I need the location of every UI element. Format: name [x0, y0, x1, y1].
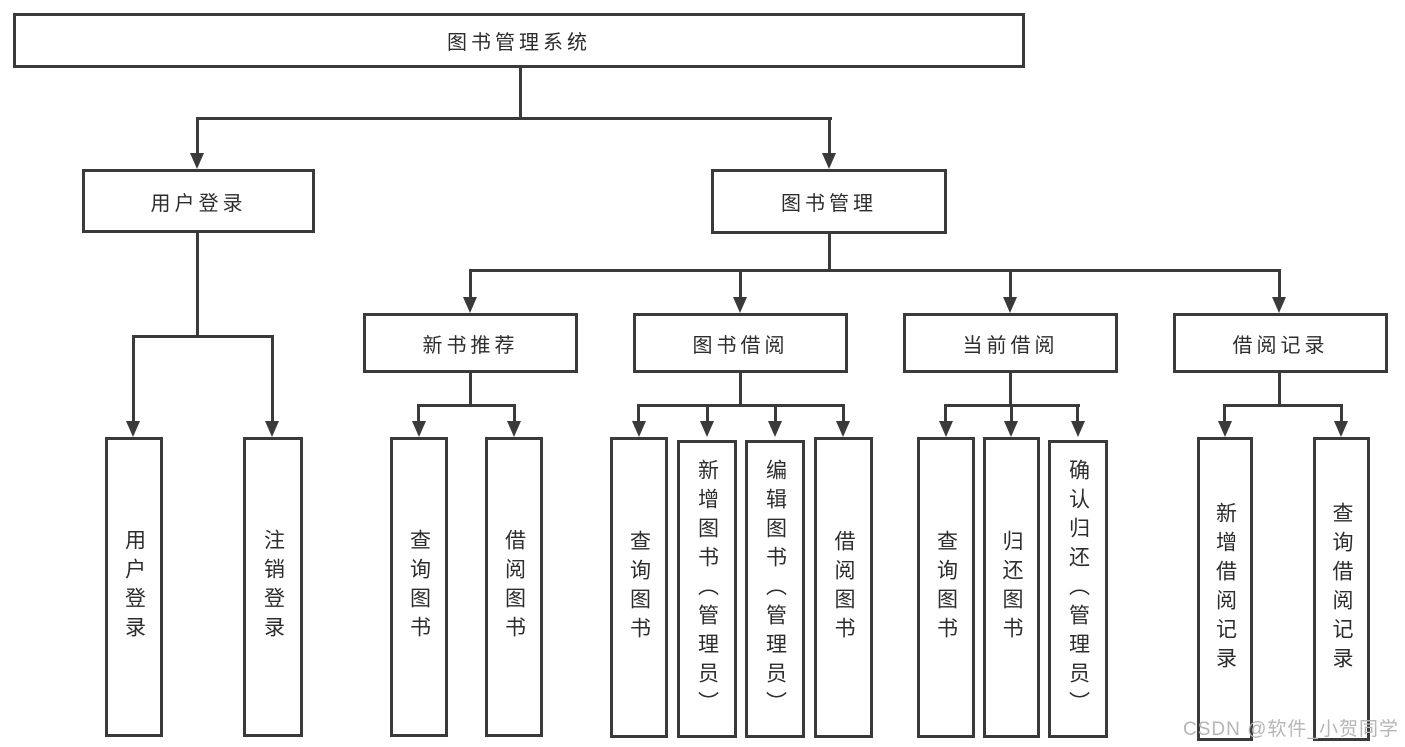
- connector-line: [132, 335, 135, 422]
- node-user-login-label: 用户登录: [150, 192, 247, 215]
- connector-line: [271, 335, 274, 422]
- node-borrowing-records: 借阅记录: [1173, 313, 1388, 373]
- node-cb-query-books: 查询图书: [917, 437, 975, 738]
- connector-line: [1009, 269, 1012, 298]
- arrowhead-down: [733, 297, 747, 313]
- node-cb-return-books-label: 归还图书: [1000, 529, 1023, 646]
- node-cb-confirm-return-admin: 确认归还（管理员）: [1048, 440, 1108, 738]
- connector-line: [1010, 404, 1013, 422]
- connector-line: [469, 373, 472, 407]
- connector-line: [1223, 404, 1343, 407]
- connector-line: [1223, 404, 1226, 422]
- node-current-borrowing-label: 当前借阅: [962, 334, 1059, 357]
- connector-line: [519, 66, 522, 120]
- connector-line: [196, 232, 199, 338]
- connector-line: [637, 404, 845, 407]
- arrowhead-down: [190, 153, 204, 169]
- arrowhead-down: [768, 421, 782, 437]
- node-book-borrowing-label: 图书借阅: [692, 334, 789, 357]
- connector-line: [842, 404, 845, 422]
- connector-line: [637, 404, 640, 422]
- node-library-system-label: 图书管理系统: [447, 32, 591, 54]
- node-br-add-record: 新增借阅记录: [1197, 437, 1253, 741]
- connector-line: [417, 404, 420, 422]
- arrowhead-down: [1218, 421, 1232, 437]
- arrowhead-down: [822, 153, 836, 169]
- connector-line: [469, 269, 472, 298]
- arrowhead-down: [700, 421, 714, 437]
- node-current-borrowing: 当前借阅: [903, 313, 1118, 373]
- node-borrowing-records-label: 借阅记录: [1232, 334, 1329, 357]
- node-leaf-logout-label: 注销登录: [261, 529, 285, 645]
- node-new-book-recommend: 新书推荐: [363, 313, 578, 373]
- csdn-watermark: CSDN @软件_小贺同学: [1183, 719, 1399, 740]
- connector-line: [944, 404, 947, 422]
- connector-line: [774, 404, 777, 422]
- connector-line: [513, 404, 516, 422]
- node-user-login: 用户登录: [82, 169, 315, 233]
- arrowhead-down: [632, 421, 646, 437]
- node-bb-add-books-admin-label: 新增图书（管理员）: [695, 458, 719, 720]
- node-leaf-user-login: 用户登录: [105, 437, 163, 737]
- connector-line: [739, 269, 742, 298]
- node-book-management-label: 图书管理: [781, 193, 877, 215]
- connector-line: [1340, 404, 1343, 422]
- connector-line: [196, 117, 832, 120]
- arrowhead-down: [412, 421, 426, 437]
- arrowhead-down: [126, 421, 140, 437]
- connector-line: [469, 269, 1281, 272]
- arrowhead-down: [1004, 421, 1018, 437]
- connector-line: [1009, 373, 1012, 407]
- connector-line: [1278, 373, 1281, 407]
- connector-line: [828, 233, 831, 272]
- node-cb-confirm-return-admin-label: 确认归还（管理员）: [1066, 458, 1090, 720]
- node-bb-borrow-books-label: 借阅图书: [832, 529, 855, 646]
- node-cb-query-books-label: 查询图书: [934, 529, 958, 646]
- arrowhead-down: [939, 421, 953, 437]
- connector-line: [196, 117, 199, 155]
- node-library-system: 图书管理系统: [13, 13, 1025, 68]
- node-br-add-record-label: 新增借阅记录: [1213, 502, 1237, 676]
- node-new-book-recommend-label: 新书推荐: [422, 334, 519, 357]
- node-br-query-record: 查询借阅记录: [1313, 437, 1370, 741]
- arrowhead-down: [1272, 297, 1286, 313]
- node-cb-return-books: 归还图书: [983, 437, 1040, 738]
- node-book-management: 图书管理: [711, 169, 947, 234]
- node-nb-borrow-books-label: 借阅图书: [502, 529, 526, 645]
- node-bb-edit-books-admin-label: 编辑图书（管理员）: [763, 458, 787, 720]
- arrowhead-down: [1003, 297, 1017, 313]
- node-bb-edit-books-admin: 编辑图书（管理员）: [745, 440, 805, 738]
- connector-line: [739, 373, 742, 407]
- arrowhead-down: [463, 297, 477, 313]
- arrowhead-down: [836, 421, 850, 437]
- node-br-query-record-label: 查询借阅记录: [1330, 502, 1353, 676]
- connector-line: [417, 404, 516, 407]
- node-bb-query-books-label: 查询图书: [627, 529, 651, 646]
- node-bb-query-books: 查询图书: [610, 437, 668, 738]
- arrowhead-down: [507, 421, 521, 437]
- node-leaf-logout: 注销登录: [243, 437, 303, 737]
- arrowhead-down: [265, 421, 279, 437]
- node-book-borrowing: 图书借阅: [633, 313, 848, 373]
- node-bb-borrow-books: 借阅图书: [814, 437, 873, 738]
- arrowhead-down: [1334, 421, 1348, 437]
- node-bb-add-books-admin: 新增图书（管理员）: [677, 440, 737, 738]
- connector-line: [1076, 404, 1079, 422]
- node-nb-query-books: 查询图书: [390, 437, 448, 737]
- connector-line: [706, 404, 709, 422]
- node-nb-borrow-books: 借阅图书: [485, 437, 543, 737]
- arrowhead-down: [1071, 421, 1085, 437]
- node-leaf-user-login-label: 用户登录: [122, 529, 146, 645]
- node-nb-query-books-label: 查询图书: [407, 529, 431, 645]
- connector-line: [1278, 269, 1281, 298]
- connector-line: [132, 335, 274, 338]
- connector-line: [828, 117, 831, 155]
